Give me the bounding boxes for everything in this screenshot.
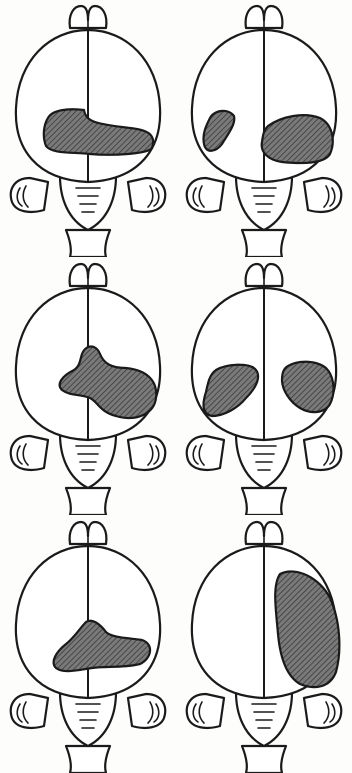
brain-svg-5 [0, 516, 176, 773]
brain-diagram-1 [0, 0, 176, 257]
brain-diagram-6 [176, 516, 352, 773]
brain-diagram-4 [176, 258, 352, 515]
brain-diagram-3 [0, 258, 176, 515]
brain-diagram-2 [176, 0, 352, 257]
lesion-2b [262, 115, 333, 163]
brain-svg-1 [0, 0, 176, 257]
brain-diagram-5 [0, 516, 176, 773]
brain-svg-2 [176, 0, 352, 257]
brain-svg-4 [176, 258, 352, 515]
brain-svg-3 [0, 258, 176, 515]
brain-svg-6 [176, 516, 352, 773]
